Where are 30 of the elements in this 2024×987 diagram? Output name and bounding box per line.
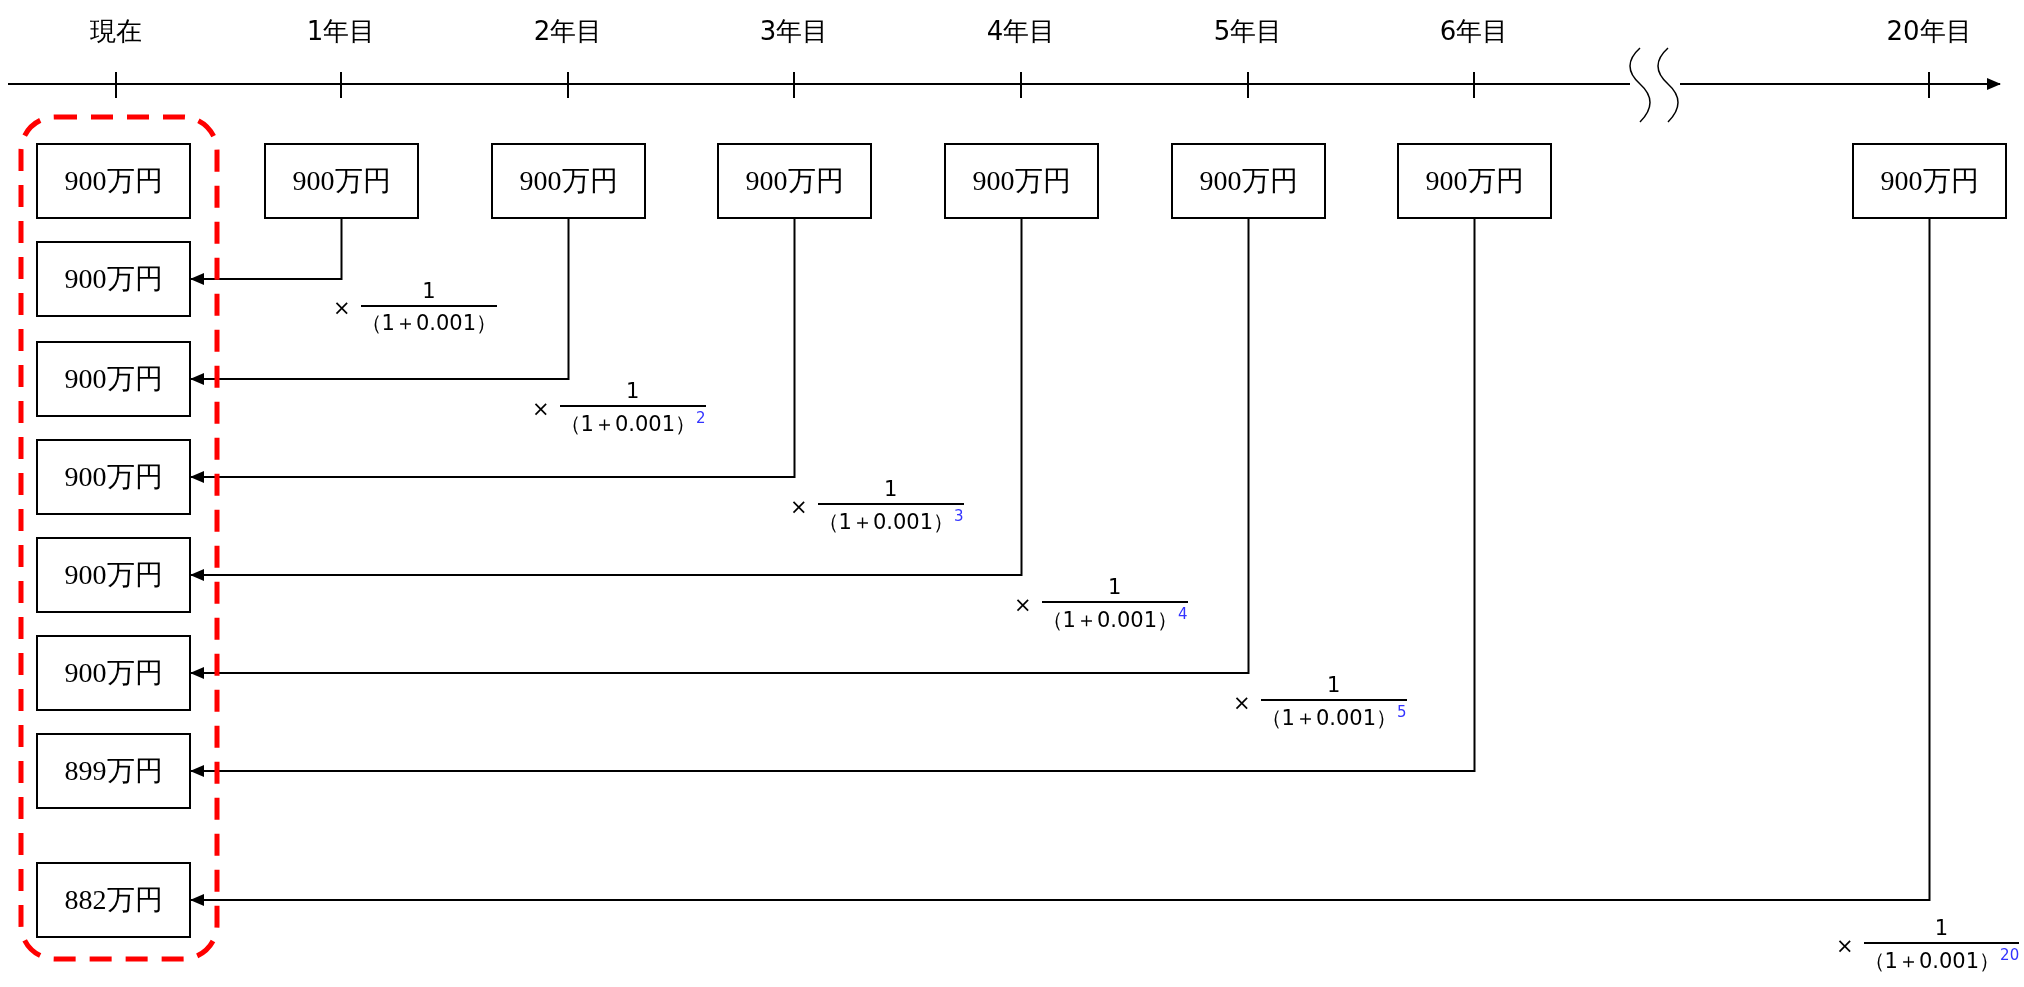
amount-box: 900万円	[36, 341, 191, 417]
amount-box: 899万円	[36, 733, 191, 809]
amount-box: 900万円	[491, 143, 646, 219]
amount-box: 900万円	[944, 143, 1099, 219]
year-label: 20年目	[1886, 15, 1972, 48]
amount-box: 900万円	[264, 143, 419, 219]
arrow	[190, 218, 343, 285]
amount-box: 882万円	[36, 862, 191, 938]
year-label: 2年目	[533, 15, 603, 48]
amount-box: 900万円	[1397, 143, 1552, 219]
amount-box: 900万円	[36, 143, 191, 219]
arrow	[190, 218, 1476, 777]
amount-box: 900万円	[1852, 143, 2007, 219]
arrow	[190, 218, 1250, 679]
arrow	[190, 218, 1931, 906]
amount-box: 900万円	[36, 537, 191, 613]
arrow	[190, 218, 570, 385]
amount-box: 900万円	[1171, 143, 1326, 219]
amount-box: 900万円	[36, 241, 191, 317]
year-label: 3年目	[759, 15, 829, 48]
amount-box: 900万円	[717, 143, 872, 219]
year-label: 現在	[90, 15, 142, 48]
amount-box: 900万円	[36, 635, 191, 711]
year-label: 1年目	[306, 15, 376, 48]
year-label: 6年目	[1439, 15, 1509, 48]
year-label: 5年目	[1213, 15, 1283, 48]
arrow	[190, 218, 1023, 581]
amount-box: 900万円	[36, 439, 191, 515]
arrow	[190, 218, 796, 483]
year-label: 4年目	[986, 15, 1056, 48]
